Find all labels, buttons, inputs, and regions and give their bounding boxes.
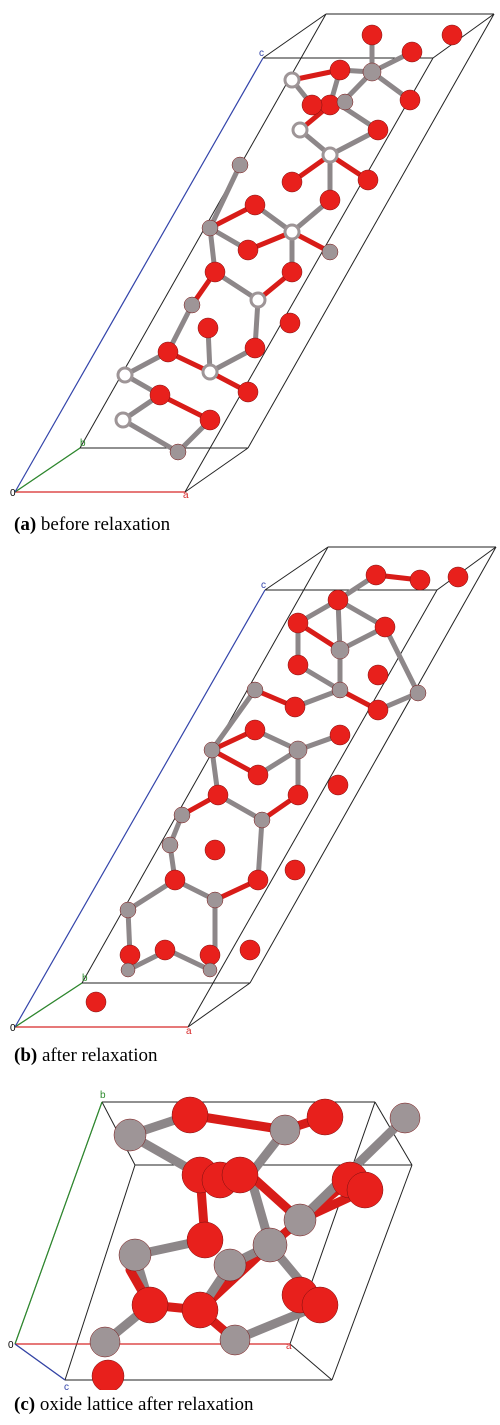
- axis-c-line: [14, 57, 264, 493]
- axis-b-line: [14, 447, 81, 493]
- crystal-structure-c: 0 a b c: [8, 1090, 421, 1390]
- origin-label: 0: [10, 1023, 16, 1034]
- cell-axes-a: 0 a b c: [10, 48, 264, 500]
- axis-b-label: b: [100, 1090, 106, 1101]
- axis-c-line: [14, 589, 266, 1028]
- atoms-b: [85, 564, 469, 1013]
- caption-b: (b) after relaxation: [14, 1045, 158, 1067]
- atoms-c: [89, 1096, 421, 1390]
- panel-a: 0 a b c: [0, 0, 500, 545]
- axis-b-line: [14, 982, 83, 1028]
- axis-b-line: [14, 1101, 103, 1345]
- axis-a-label: a: [183, 490, 189, 500]
- axis-c-label: c: [259, 48, 264, 59]
- caption-a: (a) before relaxation: [14, 514, 170, 536]
- caption-c-text: oxide lattice after relaxation: [39, 1394, 254, 1415]
- caption-b-text: after relaxation: [41, 1045, 158, 1066]
- axis-b-label: b: [82, 973, 88, 984]
- axis-c-line: [14, 1343, 66, 1381]
- caption-c: (c) oxide lattice after relaxation: [14, 1394, 253, 1416]
- crystal-structure-a: 0 a b c: [10, 13, 495, 500]
- caption-a-tag: (a): [14, 514, 37, 535]
- panel-b: 0 a b c: [0, 545, 500, 1080]
- origin-label: 0: [8, 1340, 14, 1351]
- axis-c-label: c: [261, 580, 266, 591]
- caption-c-tag: (c): [14, 1394, 36, 1415]
- cell-axes-b: 0 a b c: [10, 580, 266, 1037]
- axis-c-label: c: [64, 1382, 69, 1390]
- axis-a-label: a: [286, 1341, 292, 1352]
- panel-c: 0 a b c: [0, 1080, 500, 1425]
- caption-b-tag: (b): [14, 1045, 38, 1066]
- crystal-structure-b: 0 a b c: [10, 546, 497, 1037]
- axis-a-label: a: [186, 1026, 192, 1037]
- axis-b-label: b: [80, 438, 86, 449]
- origin-label: 0: [10, 488, 16, 499]
- caption-a-text: before relaxation: [40, 514, 171, 535]
- atoms-a: [114, 24, 463, 461]
- bonds-b: [125, 572, 423, 973]
